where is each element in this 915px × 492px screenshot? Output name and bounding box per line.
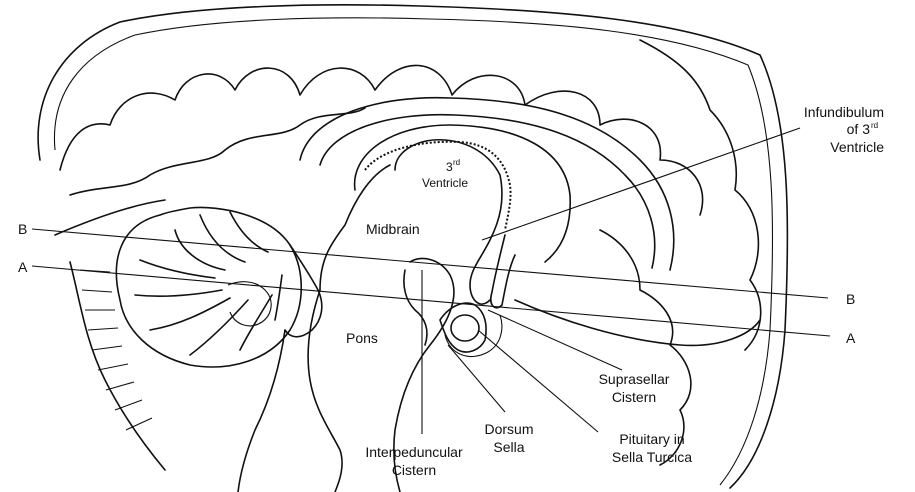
interpeduncular-label-line1: Interpeduncular — [365, 444, 463, 460]
pons-label: Pons — [346, 330, 378, 346]
leader-suprasellar — [488, 310, 622, 370]
infundibulum-label-line3: Ventricle — [830, 139, 884, 155]
third-ventricle-number: 3 — [446, 160, 453, 174]
suprasellar-label-line2: Cistern — [612, 389, 656, 405]
line-a-right-label: A — [846, 330, 856, 346]
cerebellum-arbor — [228, 282, 271, 326]
line-b-left-label: B — [18, 221, 27, 237]
third-ventricle-sup: rd — [453, 158, 460, 167]
interpeduncular-label-line2: Cistern — [392, 462, 436, 478]
infundibulum-label-line1: Infundibulum — [804, 104, 884, 120]
third-ventricle-word: Ventricle — [422, 176, 468, 190]
outer-outline — [38, 5, 787, 488]
infundibulum-label-sup: rd — [871, 121, 878, 130]
outer-outline-inner — [54, 18, 772, 485]
cingulate-gyrus — [300, 98, 674, 270]
frontal-gyri — [640, 40, 761, 350]
suprasellar-label-line1: Suprasellar — [599, 371, 670, 387]
cortex-gyri-2 — [70, 108, 365, 195]
infundibulum-stalk — [491, 235, 515, 308]
occipital-tentorium — [55, 200, 165, 470]
frontal-gyri-2 — [600, 230, 691, 465]
occipital-striations — [80, 270, 152, 430]
infundibulum-label-line2: of 3 — [847, 121, 871, 137]
pons-outline — [308, 290, 342, 492]
dorsum-label-line2: Sella — [493, 439, 524, 455]
pituitary-gland — [451, 315, 479, 341]
pituitary-label-line2: Sella Turcica — [612, 449, 692, 465]
leader-pituitary — [478, 330, 598, 432]
cortex-gyri — [60, 65, 703, 215]
leader-dorsum — [448, 345, 505, 412]
corpus-callosum — [355, 125, 571, 262]
cerebellum-folia — [135, 212, 282, 355]
line-b-right-label: B — [846, 291, 855, 307]
leader-infundibulum — [482, 128, 800, 240]
midbrain-label: Midbrain — [366, 221, 420, 237]
dorsum-label-line1: Dorsum — [484, 421, 533, 437]
line-a-left-label: A — [18, 259, 28, 275]
medulla-outline — [238, 330, 285, 492]
pituitary-label-line1: Pituitary in — [619, 431, 684, 447]
reference-line-a — [32, 266, 830, 336]
interpeduncular-fossa — [404, 270, 427, 345]
